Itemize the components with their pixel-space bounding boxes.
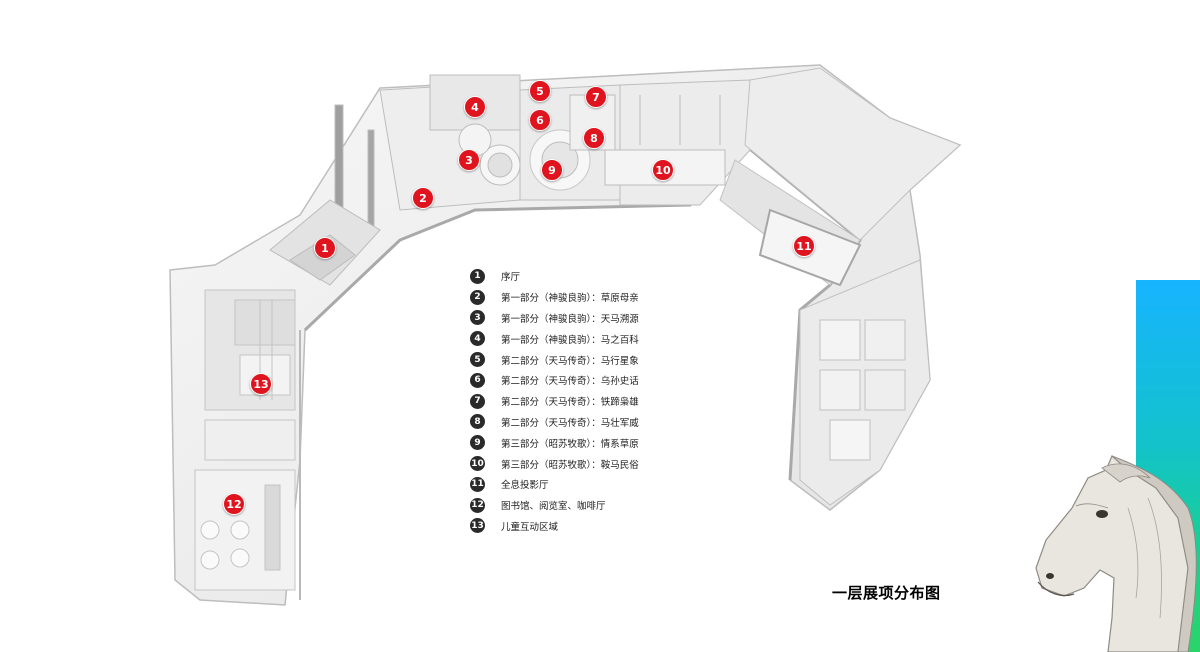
legend-label: 第二部分（天马传奇）：乌孙史话: [501, 376, 639, 388]
map-marker-6[interactable]: 6: [529, 109, 551, 131]
legend-item: 10 第三部分（昭苏牧歌）：鞍马民俗: [470, 453, 639, 474]
legend-label: 第二部分（天马传奇）：马行星象: [501, 355, 639, 367]
map-marker-13[interactable]: 13: [250, 373, 272, 395]
map-marker-12[interactable]: 12: [223, 493, 245, 515]
central-rooms: [379, 74, 751, 211]
left-wing: [194, 289, 296, 591]
legend-item: 13 儿童互动区域: [470, 516, 639, 537]
map-caption: 一层展项分布图: [832, 584, 941, 602]
legend-label: 第一部分（神骏良驹）：天马溯源: [501, 313, 639, 325]
legend-item: 12 图书馆、阅览室、咖啡厅: [470, 495, 639, 516]
legend-item: 11 全息投影厅: [470, 474, 639, 495]
map-marker-1[interactable]: 1: [314, 237, 336, 259]
legend-item: 9 第三部分（昭苏牧歌）：情系草原: [470, 432, 639, 453]
map-legend: 1 序厅 2 第一部分（神骏良驹）：草原母亲 3 第一部分（神骏良驹）：天马溯源 4 第…: [470, 266, 639, 536]
legend-item: 1 序厅: [470, 266, 639, 287]
legend-number-badge: 6: [470, 372, 485, 388]
legend-label: 第一部分（神骏良驹）：草原母亲: [501, 293, 639, 305]
map-marker-4[interactable]: 4: [464, 96, 486, 118]
legend-number-badge: 9: [470, 435, 485, 451]
map-marker-7[interactable]: 7: [585, 86, 607, 108]
legend-item: 2 第一部分（神骏良驹）：草原母亲: [470, 287, 639, 308]
legend-number-badge: 12: [470, 497, 485, 513]
legend-item: 4 第一部分（神骏良驹）：马之百科: [470, 328, 639, 349]
legend-label: 全息投影厅: [501, 480, 549, 492]
map-marker-8[interactable]: 8: [583, 127, 605, 149]
legend-item: 6 第二部分（天马传奇）：乌孙史话: [470, 370, 639, 391]
legend-number-badge: 11: [470, 476, 485, 492]
legend-label: 儿童互动区域: [501, 521, 559, 533]
legend-label: 第一部分（神骏良驹）：马之百科: [501, 334, 639, 346]
horse-icon: [1035, 455, 1197, 652]
legend-number-badge: 1: [470, 268, 485, 284]
legend-label: 第二部分（天马传奇）：马壮军威: [501, 417, 639, 429]
right-wing: [719, 67, 961, 506]
legend-number-badge: 5: [470, 352, 485, 368]
legend-item: 5 第二部分（天马传奇）：马行星象: [470, 349, 639, 370]
legend-item: 8 第二部分（天马传奇）：马壮军威: [470, 412, 639, 433]
legend-number-badge: 10: [470, 456, 485, 472]
legend-number-badge: 4: [470, 331, 485, 347]
map-marker-2[interactable]: 2: [412, 187, 434, 209]
legend-label: 第三部分（昭苏牧歌）：情系草原: [501, 438, 639, 450]
legend-label: 序厅: [501, 272, 521, 284]
legend-number-badge: 7: [470, 393, 485, 409]
map-marker-10[interactable]: 10: [652, 159, 674, 181]
map-marker-3[interactable]: 3: [458, 149, 480, 171]
legend-number-badge: 8: [470, 414, 485, 430]
legend-item: 3 第一部分（神骏良驹）：天马溯源: [470, 308, 639, 329]
legend-label: 第二部分（天马传奇）：铁蹄枭雄: [501, 397, 639, 409]
legend-number-badge: 13: [470, 518, 485, 534]
legend-label: 第三部分（昭苏牧歌）：鞍马民俗: [501, 459, 639, 471]
map-marker-9[interactable]: 9: [541, 159, 563, 181]
legend-label: 图书馆、阅览室、咖啡厅: [501, 501, 606, 513]
map-marker-11[interactable]: 11: [793, 235, 815, 257]
legend-number-badge: 2: [470, 289, 485, 305]
legend-item: 7 第二部分（天马传奇）：铁蹄枭雄: [470, 391, 639, 412]
legend-number-badge: 3: [470, 310, 485, 326]
map-marker-5[interactable]: 5: [529, 80, 551, 102]
